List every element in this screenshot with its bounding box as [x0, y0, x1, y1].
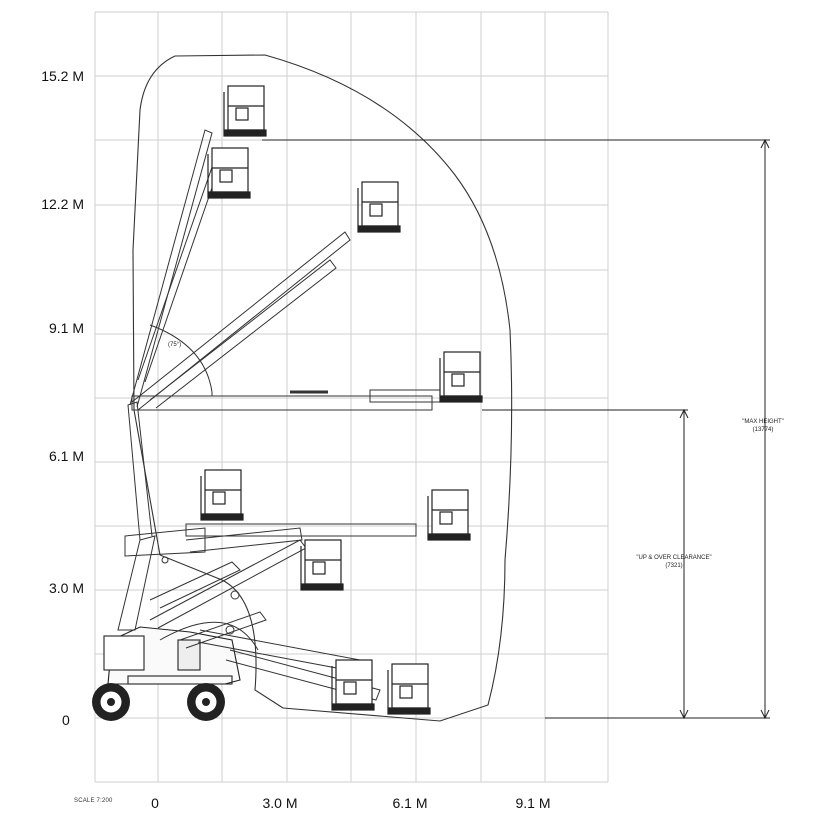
x-axis-label-9-1m: 9.1 M: [515, 795, 551, 811]
y-axis-label-3-0m: 3.0 M: [48, 580, 84, 596]
max-height-callout: "MAX HEIGHT" (13774): [728, 418, 798, 434]
y-axis-label-zero: 0: [62, 712, 70, 728]
working-envelope-outline: [132, 54, 513, 722]
platform-basket: [300, 539, 344, 591]
platform-basket: [357, 181, 401, 233]
platform-basket: [331, 659, 375, 711]
boom-angle-label: (75°): [168, 342, 182, 348]
max-height-dimension: [262, 138, 770, 720]
y-axis-label-9-1m: 9.1 M: [48, 320, 84, 336]
y-axis-label-12-2m: 12.2 M: [41, 196, 84, 212]
platform-basket: [427, 489, 471, 541]
y-axis-label-15-2m: 15.2 M: [41, 68, 84, 84]
x-axis-label-zero: 0: [151, 795, 159, 811]
platform-basket: [387, 663, 431, 715]
up-over-clearance-callout: "UP & OVER CLEARANCE" (7321): [624, 554, 724, 570]
platform-basket: [200, 469, 244, 521]
machine-base: [103, 626, 241, 685]
wheel-left: [92, 683, 130, 721]
up-over-clearance-dimension: [482, 408, 770, 720]
max-height-value: (13774): [752, 427, 774, 433]
x-axis-label-6-1m: 6.1 M: [392, 795, 428, 811]
platform-basket: [439, 351, 483, 403]
wheel-right: [187, 683, 225, 721]
y-axis-label-6-1m: 6.1 M: [48, 448, 84, 464]
up-over-clearance-value: (7321): [665, 563, 683, 569]
x-axis-label-3-0m: 3.0 M: [262, 795, 298, 811]
up-over-clearance-label: "UP & OVER CLEARANCE": [636, 555, 712, 561]
platform-positions: [200, 85, 483, 715]
scale-note: SCALE 7:200: [74, 798, 113, 804]
platform-basket: [207, 147, 251, 199]
platform-basket: [223, 85, 267, 137]
max-height-label: "MAX HEIGHT": [742, 419, 784, 425]
